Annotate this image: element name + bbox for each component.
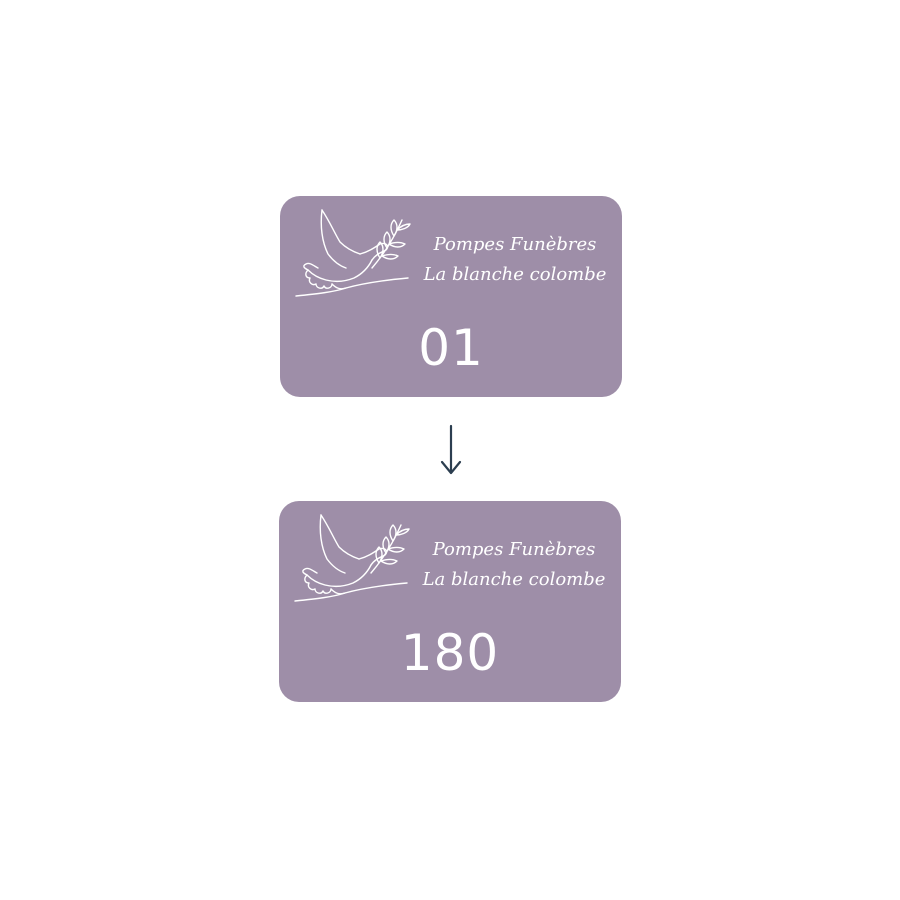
- company-name: Pompes Funèbres La blanche colombe: [420, 230, 610, 290]
- arrow-down-icon: [440, 424, 462, 475]
- company-line-2: La blanche colombe: [422, 569, 606, 590]
- company-line-1: Pompes Funèbres: [433, 234, 597, 255]
- plate-number-01: Pompes Funèbres La blanche colombe 01: [280, 196, 622, 397]
- plate-number-180: Pompes Funèbres La blanche colombe 180: [279, 501, 621, 702]
- company-line-1: Pompes Funèbres: [432, 539, 596, 560]
- dove-with-olive-branch-icon: [294, 514, 410, 602]
- plate-number: 180: [400, 624, 500, 682]
- company-name: Pompes Funèbres La blanche colombe: [419, 535, 609, 595]
- company-line-2: La blanche colombe: [423, 264, 607, 285]
- plate-number: 01: [418, 319, 484, 377]
- dove-with-olive-branch-icon: [295, 209, 411, 297]
